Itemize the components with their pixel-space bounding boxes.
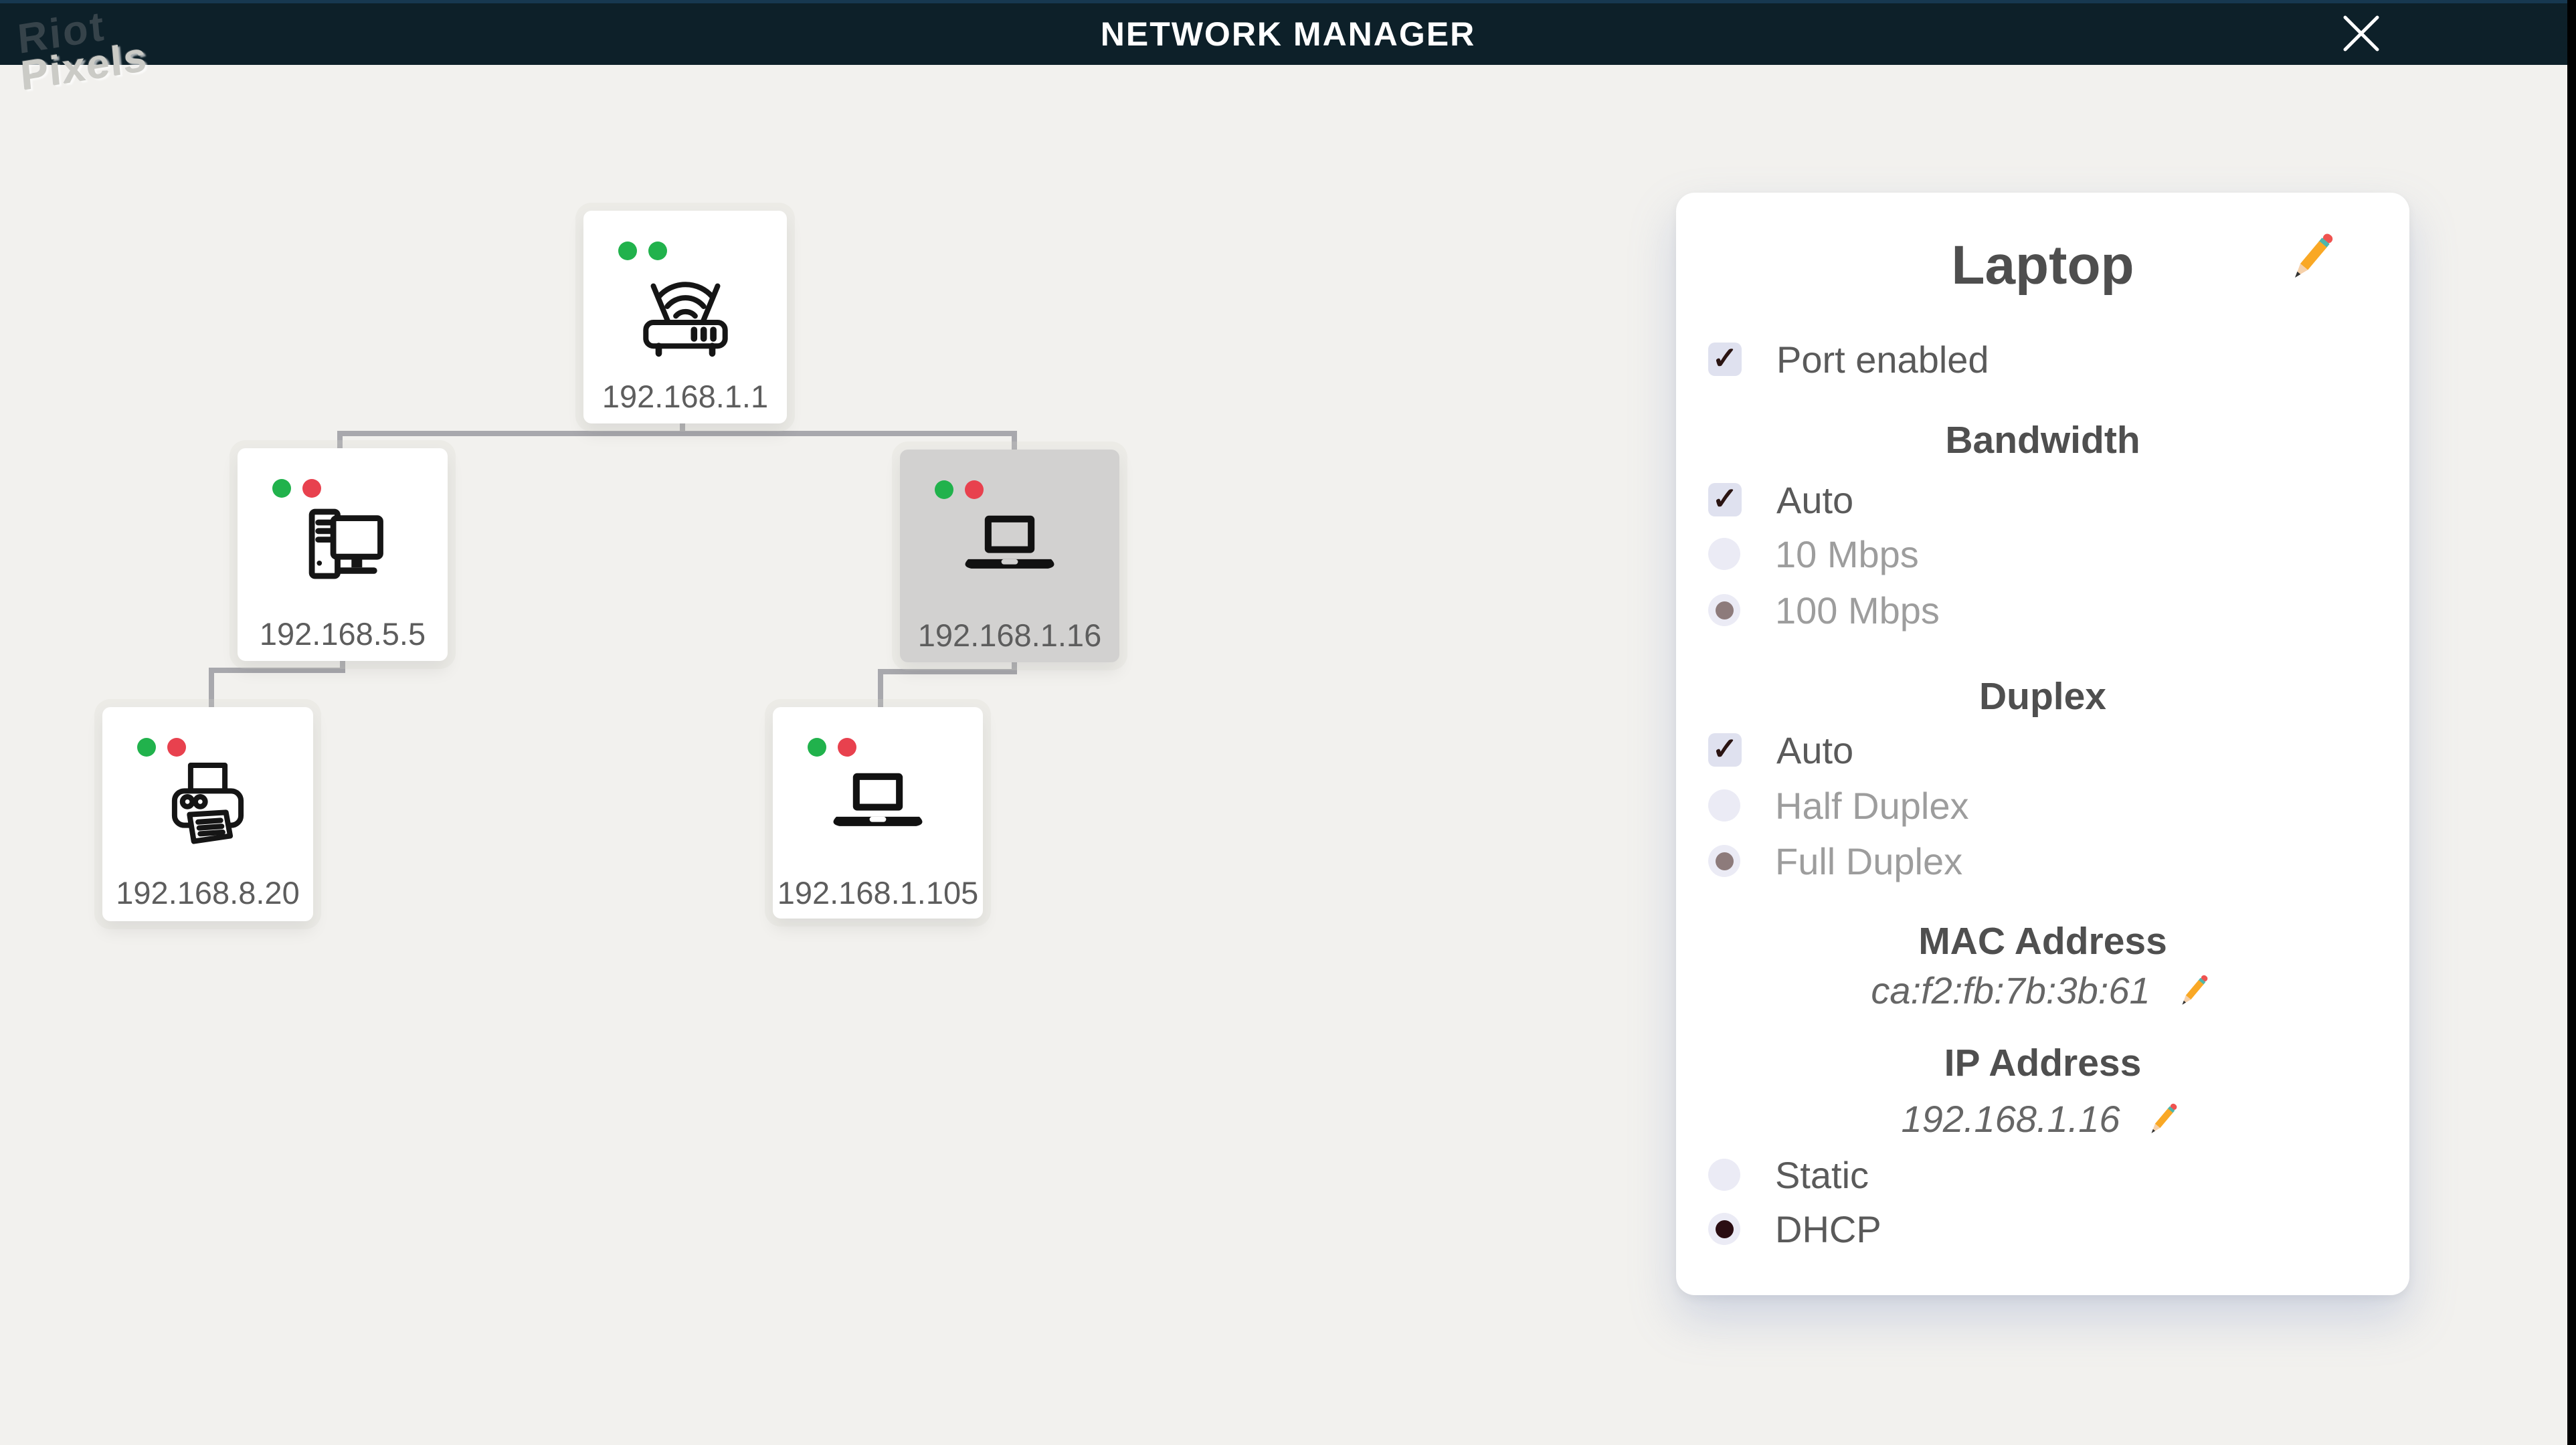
wire-pc-down <box>340 658 345 673</box>
mac-address-header: MAC Address <box>1918 920 2167 963</box>
wire-bus-left-drop <box>337 431 343 451</box>
wire-laptop-down <box>1012 660 1017 674</box>
status-dots <box>773 707 983 757</box>
ip-address-header: IP Address <box>1944 1042 2142 1084</box>
node-printer[interactable]: 192.168.8.20 <box>102 707 313 921</box>
node-router[interactable]: 192.168.1.1 <box>583 211 787 423</box>
ip-address-value: 192.168.1.16 <box>1901 1098 2120 1140</box>
status-dots <box>900 450 1119 499</box>
close-button[interactable] <box>2340 13 2382 54</box>
duplex-auto-row[interactable]: ✓ Auto <box>1708 729 1853 771</box>
port-enabled-label: Port enabled <box>1776 338 1989 381</box>
wire-bus <box>337 431 1017 436</box>
title-bar: NETWORK MANAGER <box>0 0 2576 65</box>
node-ip-label: 192.168.1.1 <box>602 379 769 414</box>
duplex-full-row[interactable]: Full Duplex <box>1708 840 1962 882</box>
ip-address-row: 192.168.1.16 <box>1676 1097 2409 1141</box>
bandwidth-100-radio[interactable] <box>1708 594 1740 626</box>
edit-mac-button[interactable] <box>2173 970 2215 1012</box>
status-dots <box>238 448 448 498</box>
node-ip-label: 192.168.1.16 <box>917 617 1102 653</box>
port-enabled-row[interactable]: ✓ Port enabled <box>1708 338 1989 381</box>
status-dot-down <box>167 738 186 757</box>
duplex-full-label: Full Duplex <box>1775 840 1963 882</box>
status-dot-down <box>302 479 321 498</box>
duplex-half-row[interactable]: Half Duplex <box>1708 784 1969 827</box>
status-dot-up <box>618 242 637 260</box>
check-icon: ✓ <box>1712 341 1738 375</box>
window-title: NETWORK MANAGER <box>1100 15 1476 53</box>
screen-edge-strip <box>2567 0 2576 1445</box>
bandwidth-10-row[interactable]: 10 Mbps <box>1708 533 1919 575</box>
bandwidth-auto-checkbox[interactable]: ✓ <box>1708 483 1742 516</box>
duplex-auto-label: Auto <box>1776 729 1854 771</box>
wire-bus-right-drop <box>1012 431 1017 452</box>
ip-static-label: Static <box>1775 1153 1869 1196</box>
status-dot-down <box>838 738 856 757</box>
duplex-full-radio[interactable] <box>1708 845 1740 877</box>
wire-printer-drop <box>209 668 214 709</box>
node-ip-label: 192.168.5.5 <box>259 616 426 652</box>
status-dot-up <box>935 480 953 499</box>
status-dot-up <box>137 738 156 757</box>
status-dot-down <box>965 480 984 499</box>
bandwidth-10-radio[interactable] <box>1708 538 1740 570</box>
check-icon: ✓ <box>1712 481 1738 516</box>
properties-panel: Laptop ✓ Port enabled Bandwidth ✓ Auto 1… <box>1676 193 2409 1295</box>
port-enabled-checkbox[interactable]: ✓ <box>1708 343 1742 376</box>
mac-address-value: ca:f2:fb:7b:3b:61 <box>1871 969 2150 1012</box>
node-ip-label: 192.168.1.105 <box>777 875 979 910</box>
wire-pc-printer-h <box>209 668 345 673</box>
check-icon: ✓ <box>1712 731 1738 766</box>
duplex-auto-checkbox[interactable]: ✓ <box>1708 733 1742 767</box>
panel-title: Laptop <box>1951 235 2134 296</box>
status-dots <box>102 707 313 757</box>
ip-dhcp-label: DHCP <box>1775 1208 1881 1250</box>
mac-address-row: ca:f2:fb:7b:3b:61 <box>1676 969 2409 1012</box>
wire-laptop-h <box>878 669 1017 674</box>
status-dot-up <box>272 479 291 498</box>
node-laptop-selected[interactable]: 192.168.1.16 <box>900 450 1119 662</box>
bandwidth-100-label: 100 Mbps <box>1775 589 1940 632</box>
node-desktop[interactable]: 192.168.5.5 <box>238 448 448 661</box>
wire-laptop2-drop <box>878 669 883 709</box>
laptop-icon <box>900 494 1119 607</box>
close-icon <box>2343 15 2379 52</box>
ip-dhcp-row[interactable]: DHCP <box>1708 1208 1881 1250</box>
wire-router-stub <box>680 420 685 434</box>
printer-icon <box>102 751 313 865</box>
edit-ip-button[interactable] <box>2142 1098 2184 1140</box>
duplex-half-radio[interactable] <box>1708 789 1740 822</box>
laptop-icon <box>773 751 983 865</box>
bandwidth-header: Bandwidth <box>1945 419 2140 462</box>
status-dot-up <box>648 242 667 260</box>
node-laptop-2[interactable]: 192.168.1.105 <box>773 707 983 919</box>
status-dots <box>583 211 787 260</box>
duplex-half-label: Half Duplex <box>1775 784 1969 827</box>
bandwidth-auto-row[interactable]: ✓ Auto <box>1708 478 1854 521</box>
bandwidth-10-label: 10 Mbps <box>1775 533 1919 575</box>
bandwidth-100-row[interactable]: 100 Mbps <box>1708 589 1940 632</box>
bandwidth-auto-label: Auto <box>1776 478 1854 521</box>
edit-name-button[interactable] <box>2282 226 2343 288</box>
ip-static-row[interactable]: Static <box>1708 1153 1869 1196</box>
desktop-icon <box>238 492 448 606</box>
router-icon <box>583 255 787 369</box>
ip-static-radio[interactable] <box>1708 1159 1740 1191</box>
node-ip-label: 192.168.8.20 <box>116 875 300 910</box>
ip-dhcp-radio[interactable] <box>1708 1213 1740 1245</box>
duplex-header: Duplex <box>1979 675 2107 718</box>
status-dot-up <box>808 738 826 757</box>
